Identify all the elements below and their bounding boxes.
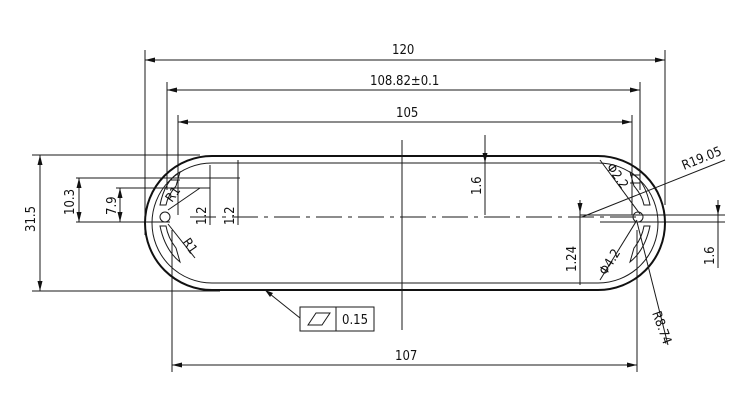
radius-small-top: R1 [163,184,184,205]
hole-large: Φ4.2 [597,247,624,279]
radius-small-bottom: R1 [179,236,200,257]
leaders [167,159,726,346]
dim-gap-left-a: 1.2 [195,206,210,225]
dim-slot-inner: 7.9 [105,196,120,215]
dim-inner-width: 105 [396,106,418,121]
dim-center-offset: 1.6 [470,176,485,195]
dim-bottom-width: 107 [395,349,417,364]
dim-overall-width: 120 [392,43,414,58]
flatness-icon [307,312,331,326]
dim-rail-width: 108.82±0.1 [370,74,439,89]
tolerance-value: 0.15 [342,313,368,328]
hole-small: Φ2.2 [603,161,631,192]
radius-inner: R8.74 [648,309,674,346]
dim-gap-left-b: 1.2 [223,206,238,225]
flatness-tolerance-frame: 0.15 [299,306,375,332]
dim-height: 31.5 [24,206,39,232]
dimension-lines [37,57,725,368]
centerlines [190,140,640,330]
dim-slot-outer: 10.3 [63,189,78,215]
dim-right-offset: 1.24 [565,246,580,272]
dim-right-thickness: 1.6 [703,246,718,265]
